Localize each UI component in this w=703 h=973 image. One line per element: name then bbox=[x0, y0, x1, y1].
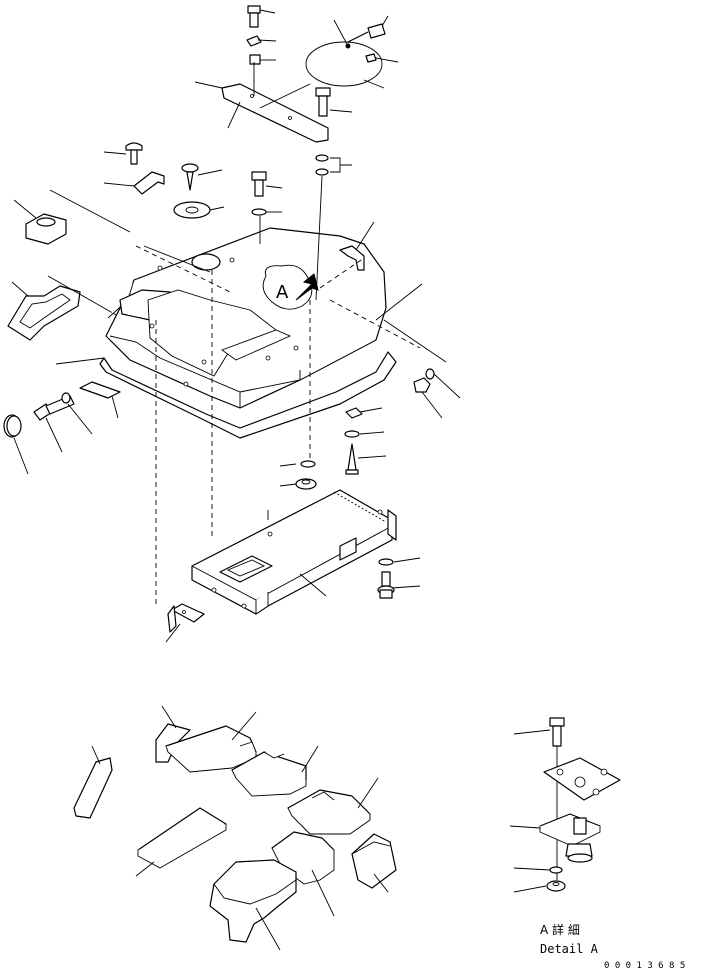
small-bracket bbox=[165, 603, 205, 643]
washer-left bbox=[61, 392, 93, 435]
hood-seal bbox=[55, 351, 397, 439]
detail-a-assembly bbox=[509, 717, 621, 893]
bolt-center bbox=[251, 171, 283, 197]
washer-right bbox=[344, 430, 385, 438]
hex-nut-large bbox=[13, 199, 67, 245]
top-bolt bbox=[247, 5, 276, 28]
detail-a-circle bbox=[259, 19, 399, 109]
drawing-number: 0 0 0 1 3 6 8 5 bbox=[604, 961, 685, 971]
washer-pair bbox=[315, 154, 352, 176]
detail-label-jp: A 詳 細 bbox=[540, 922, 580, 937]
grommet-cap bbox=[173, 201, 225, 219]
top-nut bbox=[249, 54, 276, 65]
engine-hood bbox=[49, 189, 387, 409]
callout-a-bubble: A bbox=[262, 264, 319, 310]
plug-cap bbox=[3, 414, 29, 475]
top-bracket-plate bbox=[194, 62, 329, 143]
gasket-frame bbox=[7, 275, 161, 341]
spacer-block bbox=[345, 407, 383, 419]
nut-right bbox=[413, 368, 461, 419]
washer-center bbox=[251, 208, 282, 216]
small-bolt-right bbox=[347, 15, 389, 43]
detail-label-en: Detail A bbox=[540, 942, 599, 956]
washer-frame bbox=[378, 557, 421, 566]
insulation-pads bbox=[73, 705, 397, 951]
flange-bolt-frame bbox=[377, 571, 421, 599]
handle-right bbox=[339, 221, 375, 271]
support-frame bbox=[191, 489, 397, 615]
top-clip bbox=[246, 35, 277, 47]
bracket-strip bbox=[79, 381, 121, 419]
detail-a-caption: A 詳 細 Detail A bbox=[540, 922, 599, 956]
screw-left bbox=[181, 163, 223, 191]
bolt-left-top bbox=[103, 142, 143, 165]
bolt-mid bbox=[315, 87, 353, 117]
pin-cone bbox=[345, 443, 387, 475]
grab-handle bbox=[103, 171, 165, 195]
dashed-guides bbox=[135, 175, 447, 604]
washer-stack bbox=[279, 460, 317, 490]
callout-letter: A bbox=[276, 282, 289, 303]
